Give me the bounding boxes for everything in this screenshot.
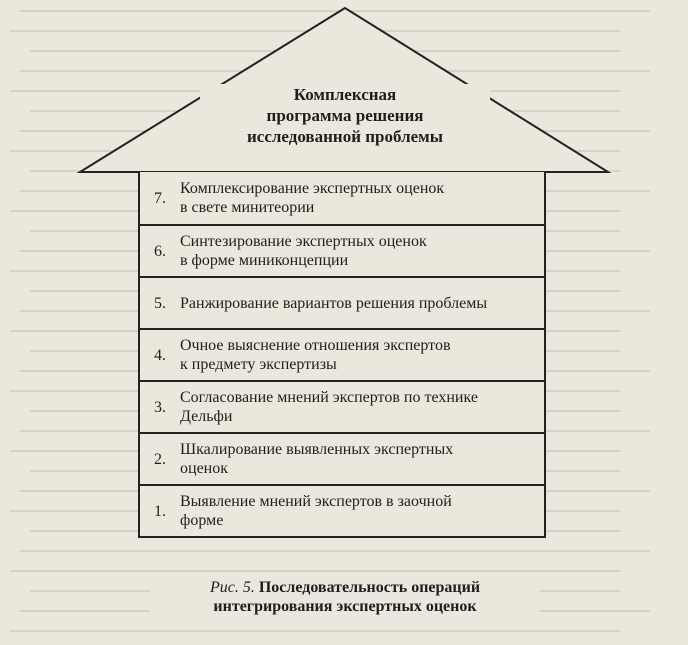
step-number: 7.: [154, 189, 166, 207]
figure-caption: Рис. 5. Последовательность операций инте…: [150, 578, 540, 616]
step-number: 1.: [154, 502, 166, 520]
step-text: Комплексирование экспертных оценок в све…: [180, 180, 445, 216]
step-text: Очное выяснение отношения экспертов к пр…: [180, 337, 451, 373]
step-text: Согласование мнений экспертов по технике…: [180, 389, 478, 425]
step-2: 2. Шкалирование выявленных экспертных оц…: [140, 432, 544, 484]
step-5: 5. Ранжирование вариантов решения пробле…: [140, 276, 544, 328]
figure-label: Рис. 5.: [209, 579, 255, 596]
step-text: Синтезирование экспертных оценок в форме…: [180, 233, 427, 269]
step-text: Выявление мнений экспертов в заочной фор…: [180, 493, 452, 529]
step-6: 6. Синтезирование экспертных оценок в фо…: [140, 224, 544, 276]
step-7: 7. Комплексирование экспертных оценок в …: [140, 172, 544, 224]
step-1: 1. Выявление мнений экспертов в заочной …: [140, 484, 544, 536]
roof-title: Комплексная программа решения исследован…: [200, 84, 490, 147]
step-text: Ранжирование вариантов решения проблемы: [180, 294, 488, 312]
step-text: Шкалирование выявленных экспертных оцено…: [180, 441, 454, 477]
step-number: 2.: [154, 450, 166, 468]
step-3: 3. Согласование мнений экспертов по техн…: [140, 380, 544, 432]
step-number: 5.: [154, 294, 166, 312]
step-number: 3.: [154, 398, 166, 416]
steps-stack: 7. Комплексирование экспертных оценок в …: [138, 172, 546, 538]
step-number: 6.: [154, 242, 166, 260]
figure-caption-text: Последовательность операций интегрирован…: [213, 579, 481, 615]
step-number: 4.: [154, 346, 166, 364]
step-4: 4. Очное выяснение отношения экспертов к…: [140, 328, 544, 380]
